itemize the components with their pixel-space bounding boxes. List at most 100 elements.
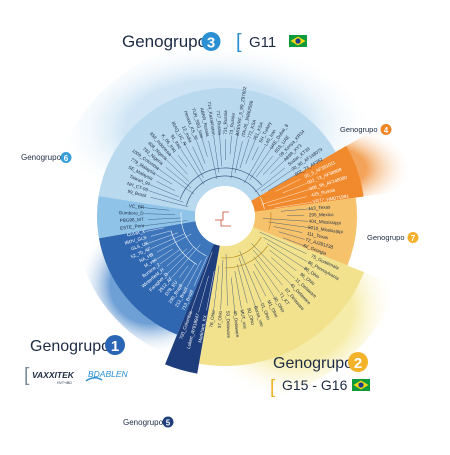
genogroup-7-sector xyxy=(252,197,357,266)
branch-line xyxy=(166,248,188,267)
branch-line xyxy=(231,277,236,314)
branch-line xyxy=(255,155,274,178)
leaf-label: MUT_vac xyxy=(239,309,247,330)
branch-line xyxy=(269,249,297,272)
genogroup-3-word: Genogrupo xyxy=(122,32,207,51)
branch-line xyxy=(253,263,277,300)
branch-line xyxy=(148,190,184,203)
branch-line xyxy=(225,253,228,306)
clade-arc xyxy=(186,175,260,206)
branch-line xyxy=(251,146,259,161)
branch-line xyxy=(278,231,305,240)
tree-center xyxy=(195,186,255,246)
genogroup-3-badge xyxy=(201,32,221,51)
genogroup-2-badge xyxy=(348,352,368,372)
leaf-label: Bursa_vac xyxy=(253,305,265,328)
genogroup-7-number: 7 xyxy=(411,234,416,243)
leaf-label: GLS_UK xyxy=(130,240,150,251)
branch-line xyxy=(230,132,239,179)
genogroup-4-label: Genogrupo 4 xyxy=(340,124,392,135)
branch-line xyxy=(245,137,257,165)
leaf-label: 40_Delaware xyxy=(232,310,240,338)
svg-text:[: [ xyxy=(24,365,30,386)
leaf-label: ESTE_Peru xyxy=(120,223,145,231)
branch-line xyxy=(180,148,205,185)
branch-line xyxy=(273,226,303,233)
branch-line xyxy=(266,243,308,271)
branch-line xyxy=(261,188,313,205)
branch-line xyxy=(237,264,248,304)
tree-branches xyxy=(140,131,313,315)
genogroup-5-word: Genogrupo xyxy=(123,418,164,427)
leaf-label: 111_Texas xyxy=(307,231,330,241)
branch-line xyxy=(213,135,220,173)
branch-line xyxy=(252,249,283,286)
branch-line xyxy=(280,208,312,212)
branch-line xyxy=(186,260,202,288)
branch-line xyxy=(239,138,250,169)
genogroup-6-badge xyxy=(60,152,72,163)
branch-line xyxy=(179,263,196,288)
leaf-label: 5010_Mississippi xyxy=(308,225,343,235)
leaf-label: IBDV_GLS xyxy=(124,235,147,246)
leaf-label: 295_Mexico xyxy=(309,212,334,217)
branch-line xyxy=(177,155,188,168)
leaf-label: 78_Ohio xyxy=(209,310,216,328)
branch-line xyxy=(219,131,222,167)
branch-line xyxy=(144,213,176,215)
leaf-label: 01_Ohio xyxy=(260,303,272,321)
genogroup-5-number: 5 xyxy=(166,419,171,428)
genogroup-4-badge xyxy=(380,124,392,135)
leaf-label: 37_Ohio xyxy=(217,310,223,328)
svg-text:HVT+IBD: HVT+IBD xyxy=(57,381,72,385)
leaf-label: VR77_HM071991 xyxy=(312,193,349,204)
branch-line xyxy=(206,270,215,311)
genogroup-7-label: Genogrupo 7 xyxy=(367,232,419,243)
g2-bracket: [ xyxy=(270,377,276,398)
branch-line xyxy=(192,146,205,171)
genogroup-6-word: Genogrupo xyxy=(21,153,62,162)
branch-line xyxy=(140,207,170,211)
branch-line xyxy=(262,218,309,222)
genogroup-1-number: 1 xyxy=(111,338,119,355)
branch-line xyxy=(229,135,232,155)
branch-line xyxy=(189,251,213,315)
leaf-label: Gumboro_D xyxy=(119,210,145,216)
leaf-label: M_vac xyxy=(143,257,158,269)
branch-line xyxy=(267,196,307,207)
clade-arc xyxy=(170,230,198,265)
leaf-label: 714_Kazakhstan xyxy=(207,101,217,136)
clade-arc xyxy=(180,212,207,257)
clade-arc xyxy=(224,245,268,269)
branch-line xyxy=(183,141,204,178)
genogroup-5-label: Genogrupo 5 xyxy=(123,416,174,428)
clade-arc xyxy=(268,211,272,231)
genogroup-2-word: Genogrupo xyxy=(273,355,353,372)
leaf-labels: 99_BrazilNH_CT-99Taiwan_97SE_Malaysia779… xyxy=(119,86,350,350)
genogroup-3-number: 3 xyxy=(207,35,215,52)
genogroup-5-badge xyxy=(162,416,174,428)
branch-line xyxy=(146,183,179,198)
branch-line xyxy=(165,166,192,189)
branch-line xyxy=(193,256,208,287)
branch-line xyxy=(155,174,173,185)
branch-line xyxy=(234,271,242,309)
g3-tag: G11 xyxy=(249,34,276,51)
branch-line xyxy=(220,259,224,310)
branch-line xyxy=(148,217,182,220)
branch-line xyxy=(268,221,312,229)
leaf-label: 113_Texas xyxy=(308,204,331,211)
branch-line xyxy=(179,265,189,278)
leaf-label: VC_BR xyxy=(129,203,145,210)
branch-line xyxy=(275,178,301,192)
genogroup-1-word: Genogrupo xyxy=(30,338,110,355)
branch-line xyxy=(200,134,208,157)
branch-line xyxy=(270,158,288,174)
branch-line xyxy=(271,257,296,279)
leaf-label: 90_Ohio xyxy=(246,307,255,325)
branch-line xyxy=(249,145,274,180)
branch-line xyxy=(282,237,307,247)
branch-line xyxy=(145,227,165,232)
branch-line xyxy=(172,244,201,278)
g2-tag: G15 - G16 xyxy=(282,377,348,393)
